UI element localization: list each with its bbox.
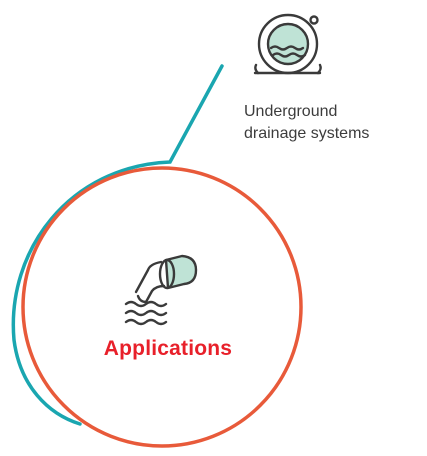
center-circle xyxy=(21,166,303,448)
item-label-line-1: Underground xyxy=(244,103,338,120)
pipe-outflow-icon xyxy=(124,254,198,326)
item-label-line-2: drainage systems xyxy=(244,125,370,142)
manhole-water-icon xyxy=(253,13,322,75)
center-label: Applications xyxy=(103,337,233,360)
connector-arc xyxy=(11,64,224,426)
item-label-underground-drainage: Underground drainage systems xyxy=(244,101,424,145)
